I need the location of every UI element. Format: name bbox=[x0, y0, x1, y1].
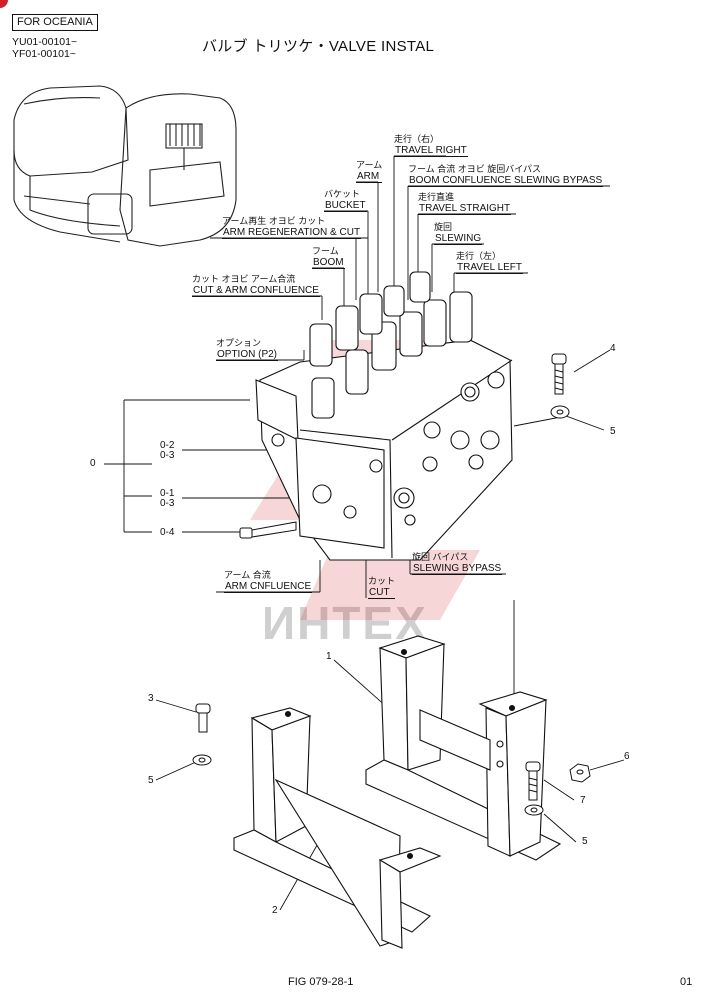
control-valve-assembly bbox=[255, 271, 513, 561]
serial-range-yf: YF01-00101~ bbox=[12, 48, 76, 60]
bolt-0-4 bbox=[239, 521, 297, 539]
bolt-4 bbox=[551, 353, 567, 395]
watermark-text: ИНТЕХ bbox=[262, 597, 428, 649]
region-tag: FOR OCEANIA bbox=[12, 14, 98, 31]
figure-number: FIG 079-28-1 bbox=[288, 976, 354, 988]
part-number-1: 1 bbox=[326, 651, 332, 662]
callout-travel-left: 走行（左）TRAVEL LEFT bbox=[456, 251, 524, 274]
bracket-2 bbox=[233, 707, 442, 949]
machine-thumbnail bbox=[13, 85, 237, 247]
part-number-7: 7 bbox=[580, 795, 586, 806]
page-number: 01 bbox=[680, 976, 693, 988]
bolt-7 bbox=[525, 761, 541, 801]
part-number-0-3-lower: 0-3 bbox=[160, 498, 175, 509]
part-number-0-3-upper: 0-3 bbox=[160, 450, 175, 461]
bolt-3 bbox=[195, 703, 211, 733]
bracket-1 bbox=[365, 635, 562, 861]
part-number-3: 3 bbox=[148, 693, 154, 704]
part-number-0-1: 0-1 bbox=[160, 488, 175, 499]
part-number-0-4: 0-4 bbox=[160, 527, 175, 538]
part-number-5-left: 5 bbox=[148, 775, 154, 786]
part-number-5-upper: 5 bbox=[610, 426, 616, 437]
washer-5-left bbox=[192, 754, 212, 766]
corner-marker bbox=[0, 0, 8, 8]
nut-6 bbox=[569, 763, 591, 783]
part-number-6: 6 bbox=[624, 751, 630, 762]
part-number-4: 4 bbox=[610, 343, 616, 354]
part-number-0: 0 bbox=[90, 458, 96, 469]
callout-travel-right: 走行（右）TRAVEL RIGHT bbox=[394, 134, 468, 157]
washer-5-right bbox=[524, 804, 544, 816]
serial-range-yu: YU01-00101~ bbox=[12, 36, 78, 48]
part-number-0-2: 0-2 bbox=[160, 440, 175, 451]
washer-5-upper bbox=[550, 405, 570, 419]
page-title: バルブ トリツケ・VALVE INSTAL bbox=[202, 38, 435, 55]
part-number-5-right: 5 bbox=[582, 836, 588, 847]
part-number-2: 2 bbox=[272, 905, 278, 916]
